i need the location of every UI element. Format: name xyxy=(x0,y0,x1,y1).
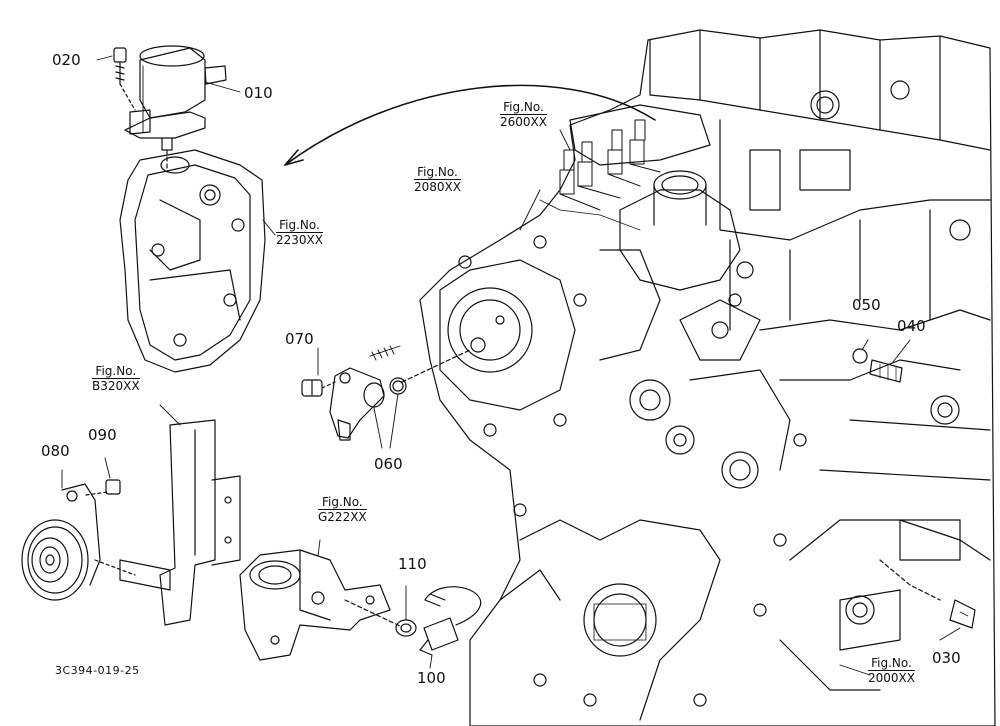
switch-100-drawing xyxy=(344,585,482,669)
part-number-020: 020 xyxy=(52,51,81,69)
figure-ref-2000: Fig.No. 2000XX xyxy=(868,656,915,685)
figure-ref-number: 2230XX xyxy=(276,232,323,247)
part-number-030: 030 xyxy=(932,649,961,667)
housing-g222-drawing xyxy=(239,539,391,661)
actuator-010-drawing xyxy=(124,45,227,151)
figure-ref-prefix: Fig.No. xyxy=(95,364,137,378)
figure-ref-prefix: Fig.No. xyxy=(503,100,544,114)
assembly-arrow xyxy=(284,84,656,166)
figure-ref-2080: Fig.No. 2080XX xyxy=(414,165,461,194)
part-number-070: 070 xyxy=(285,330,314,348)
sensor-060-070-drawing xyxy=(301,345,471,449)
figure-ref-number: 2600XX xyxy=(500,114,547,129)
figure-ref-number: B320XX xyxy=(92,378,140,393)
figure-ref-2230: Fig.No. 2230XX xyxy=(276,218,323,247)
part-number-080: 080 xyxy=(41,442,70,460)
figure-ref-number: 2000XX xyxy=(868,670,915,685)
engine-block-drawing xyxy=(419,29,996,726)
figure-ref-number: G222XX xyxy=(318,509,367,524)
part-number-090: 090 xyxy=(88,426,117,444)
screw-020-drawing xyxy=(113,47,136,111)
figure-ref-2600: Fig.No. 2600XX xyxy=(500,100,547,129)
part-number-110: 110 xyxy=(398,555,427,573)
part-number-050: 050 xyxy=(852,296,881,314)
bracket-b320-drawing xyxy=(119,404,241,626)
figure-ref-number: 2080XX xyxy=(414,179,461,194)
pulley-080-drawing xyxy=(21,457,136,601)
figure-ref-prefix: Fig.No. xyxy=(279,218,320,232)
drawing-reference-code: 3C394-019-25 xyxy=(55,664,140,677)
gear-housing-drawing xyxy=(119,149,266,373)
figure-ref-b320: Fig.No. B320XX xyxy=(92,364,140,393)
figure-ref-g222: Fig.No. G222XX xyxy=(318,495,367,524)
part-number-040: 040 xyxy=(897,317,926,335)
figure-ref-prefix: Fig.No. xyxy=(417,165,458,179)
figure-ref-prefix: Fig.No. xyxy=(321,495,363,509)
part-number-100: 100 xyxy=(417,669,446,687)
part-number-010: 010 xyxy=(244,84,273,102)
part-number-060: 060 xyxy=(374,455,403,473)
figure-ref-prefix: Fig.No. xyxy=(871,656,912,670)
